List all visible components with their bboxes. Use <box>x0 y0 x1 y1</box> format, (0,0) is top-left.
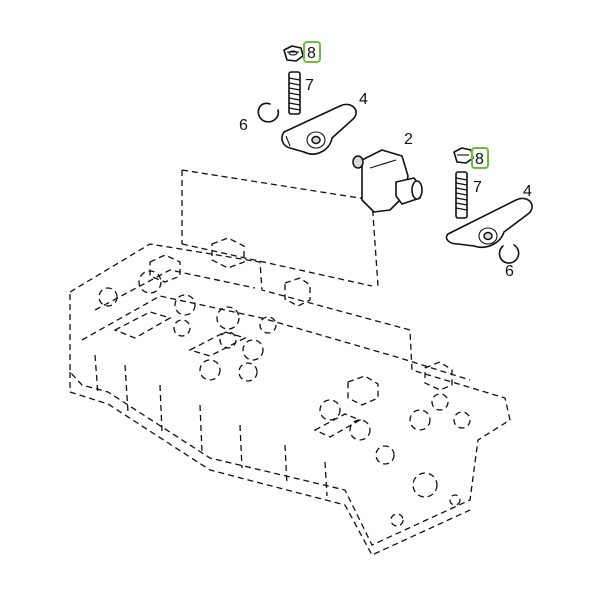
cylinder-head-outline <box>69 237 511 556</box>
top-nut-highlight-box <box>303 41 321 63</box>
callout-shaft-bracket: 2 <box>404 131 413 148</box>
rocker-shaft-bracket <box>352 149 423 213</box>
right-nut <box>453 147 474 164</box>
assembly-leader-lines <box>181 169 379 287</box>
right-rocker-arm <box>445 197 533 248</box>
top-circlip <box>257 102 280 123</box>
right-stud <box>455 171 468 219</box>
top-stud <box>288 71 301 115</box>
callout-right-rocker: 4 <box>523 183 532 200</box>
right-circlip <box>498 244 520 264</box>
callout-top-nut: 8 <box>307 45 316 62</box>
callout-right-nut: 8 <box>475 151 484 168</box>
callout-right-stud: 7 <box>473 179 482 196</box>
top-rocker-arm <box>281 103 357 155</box>
callout-top-circlip: 6 <box>239 117 248 134</box>
callout-top-stud: 7 <box>305 77 314 94</box>
top-nut <box>283 45 304 62</box>
callout-right-circlip: 6 <box>505 263 514 280</box>
callout-top-rocker: 4 <box>359 91 368 108</box>
right-nut-highlight-box <box>471 147 489 169</box>
